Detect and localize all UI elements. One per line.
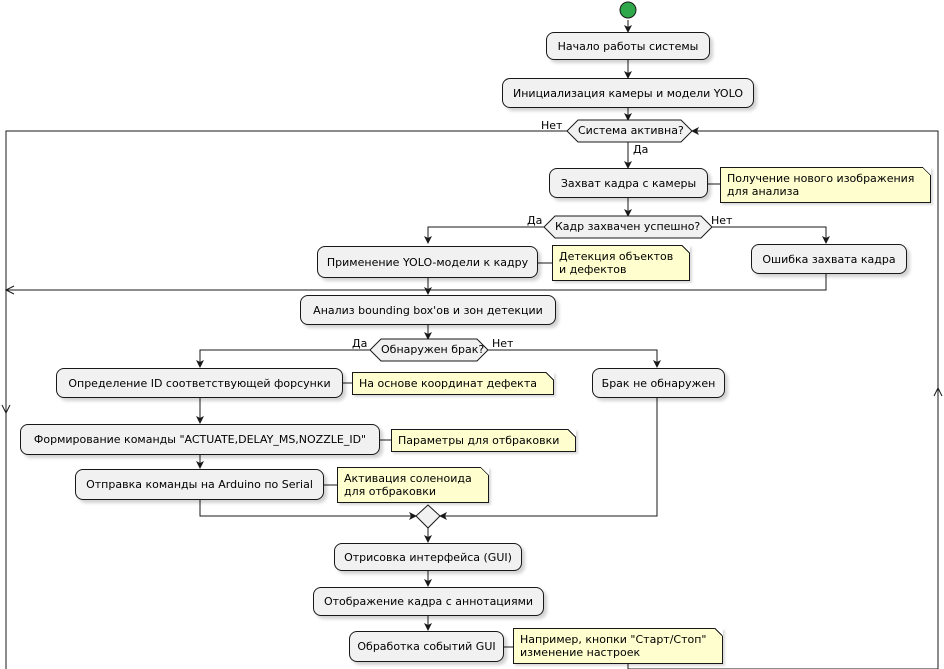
note-gui: Например, кнопки "Старт/Стоп" изменение … bbox=[513, 628, 724, 664]
note-yolo-line-2: и дефектов bbox=[559, 263, 627, 276]
node-form-command: Формирование команды "ACTUATE,DELAY_MS,N… bbox=[20, 424, 380, 455]
merge-diamond bbox=[415, 504, 441, 529]
label-defect-no: Нет bbox=[492, 337, 514, 350]
decision-defect-found-shape bbox=[369, 338, 489, 362]
node-init-camera: Инициализация камеры и модели YOLO bbox=[502, 78, 754, 108]
decision-system-active: Система активна? bbox=[578, 124, 684, 137]
decision-frame-captured: Кадр захвачен успешно? bbox=[555, 220, 701, 233]
node-show-frame: Отображение кадра с аннотациями bbox=[313, 587, 544, 616]
note-capture-line-2: для анализа bbox=[727, 185, 800, 198]
arrow-merge-left bbox=[4, 285, 15, 295]
note-arduino-line-2: для отбраковки bbox=[344, 485, 437, 498]
node-apply-yolo: Применение YOLO-модели к кадру bbox=[317, 246, 538, 278]
edge-defect-no bbox=[488, 349, 661, 368]
note-capture: Получение нового изображения для анализа bbox=[720, 167, 932, 203]
node-analyze-bbox: Анализ bounding box'ов и зон детекции bbox=[300, 295, 556, 325]
edge-loop-return bbox=[627, 127, 939, 669]
note-arduino-line-1: Активация соленоида bbox=[344, 472, 472, 485]
arrow-loop-up bbox=[933, 386, 943, 397]
node-determine-nozzle: Определение ID соответствующей форсунки bbox=[56, 368, 343, 398]
note-gui-line-1: Например, кнопки "Старт/Стоп" bbox=[520, 633, 707, 646]
note-command-line-1: Параметры для отбраковки bbox=[398, 434, 560, 447]
note-arduino: Активация соленоида для отбраковки bbox=[337, 467, 489, 503]
edge-active-no-exit bbox=[5, 130, 567, 669]
start-node bbox=[619, 1, 637, 19]
note-yolo: Детекция объектов и дефектов bbox=[552, 245, 691, 281]
node-render-gui: Отрисовка интерфейса (GUI) bbox=[334, 543, 522, 571]
edge-arduino-to-merge bbox=[199, 500, 417, 520]
edge-captured-yes bbox=[424, 226, 544, 244]
node-capture-error: Ошибка захвата кадра bbox=[751, 244, 907, 274]
edge-error-merge bbox=[6, 274, 827, 291]
node-no-defect: Брак не обнаружен bbox=[592, 368, 725, 398]
arrow-exit-down bbox=[1, 404, 11, 415]
note-capture-line-1: Получение нового изображения bbox=[727, 172, 915, 185]
node-capture-frame: Захват кадра с камеры bbox=[549, 168, 708, 198]
decision-system-active-shape bbox=[566, 119, 693, 143]
decision-frame-captured-shape bbox=[543, 215, 713, 239]
label-loop-yes: Да bbox=[633, 143, 649, 156]
note-command: Параметры для отбраковки bbox=[391, 429, 577, 452]
node-start-system: Начало работы системы bbox=[546, 32, 710, 60]
note-gui-line-2: изменение настроек bbox=[520, 646, 641, 659]
edge-defect-yes bbox=[196, 349, 370, 368]
edge-captured-no bbox=[712, 226, 830, 244]
note-nozzle: На основе координат дефекта bbox=[352, 372, 554, 395]
label-defect-yes: Да bbox=[352, 337, 368, 350]
node-handle-events: Обработка событий GUI bbox=[349, 631, 504, 662]
decision-defect-found: Обнаружен брак? bbox=[381, 343, 485, 356]
node-send-arduino: Отправка команды на Arduino по Serial bbox=[75, 469, 324, 500]
label-exit-no: Нет bbox=[541, 119, 563, 132]
label-capture-no: Нет bbox=[711, 214, 733, 227]
label-capture-yes: Да bbox=[527, 214, 543, 227]
note-yolo-line-1: Детекция объектов bbox=[559, 250, 674, 263]
note-nozzle-line-1: На основе координат дефекта bbox=[359, 377, 537, 390]
edge-no-defect-to-merge bbox=[439, 398, 658, 520]
